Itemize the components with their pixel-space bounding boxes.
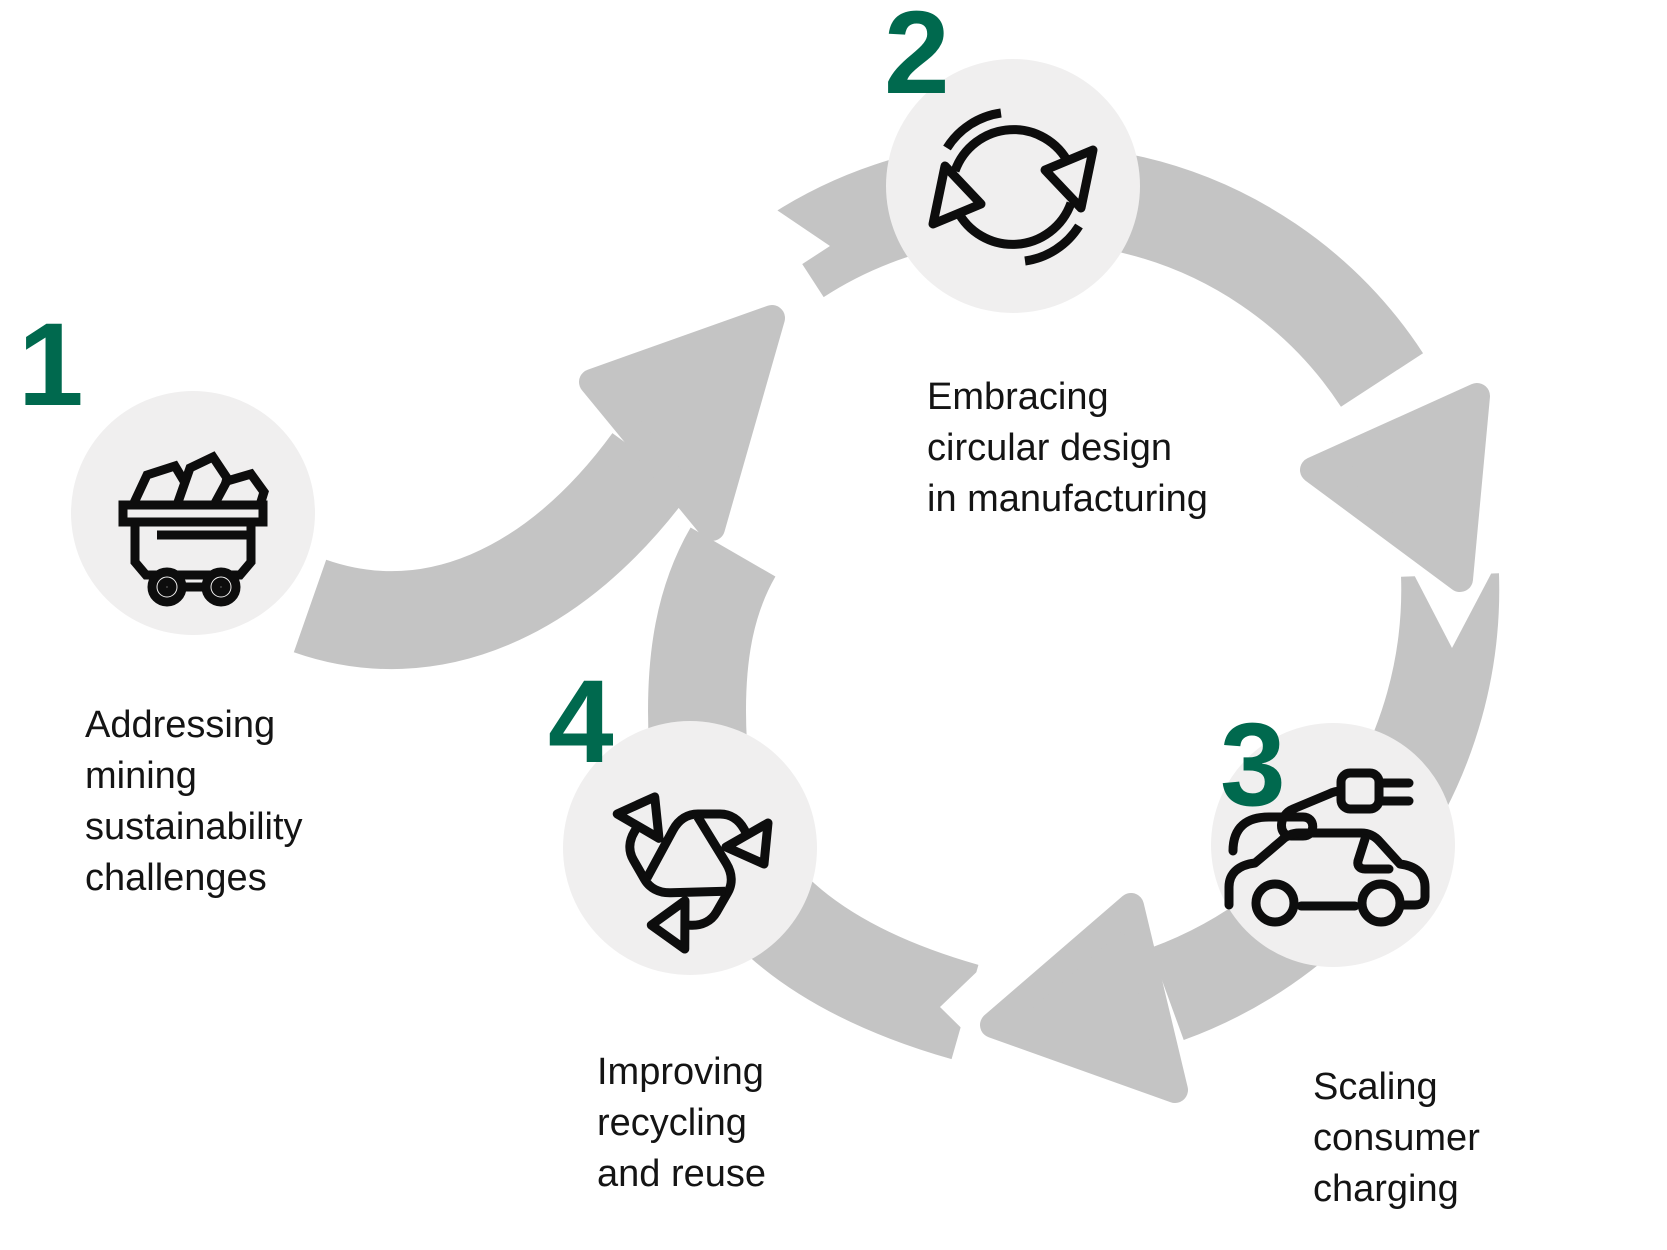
- step-label-3: Scaling consumer charging: [1313, 1066, 1480, 1210]
- ev-car-charging-icon: [1224, 768, 1430, 927]
- step-label-4: Improving recycling and reuse: [597, 1051, 767, 1195]
- arrowhead-to-step3: [1300, 383, 1490, 592]
- arrow-band-step2-to-step3: [1108, 153, 1424, 408]
- mine-cart-icon: [118, 451, 269, 607]
- notch-top-left: [744, 196, 830, 302]
- step-number-2: 2: [884, 0, 950, 119]
- step-number-1: 1: [18, 299, 84, 431]
- step-label-1: Addressing mining sustainability challen…: [85, 704, 303, 899]
- arrowhead-to-step4: [980, 893, 1188, 1103]
- step-number-4: 4: [548, 656, 614, 788]
- arrow-band-step1-to-step2: [293, 432, 692, 670]
- arrowhead-to-step2: [579, 305, 785, 541]
- step-label-2: Embracing circular design in manufacturi…: [927, 376, 1208, 520]
- step4-icon-circle: [563, 721, 817, 975]
- step2-icon-circle: [886, 59, 1140, 313]
- cycle-arrowheads: [579, 305, 1490, 1103]
- recycling-icon: [612, 792, 773, 954]
- notch-bottom: [940, 942, 1016, 1082]
- step-number-3: 3: [1220, 699, 1286, 831]
- circular-arrows-icon: [928, 108, 1098, 266]
